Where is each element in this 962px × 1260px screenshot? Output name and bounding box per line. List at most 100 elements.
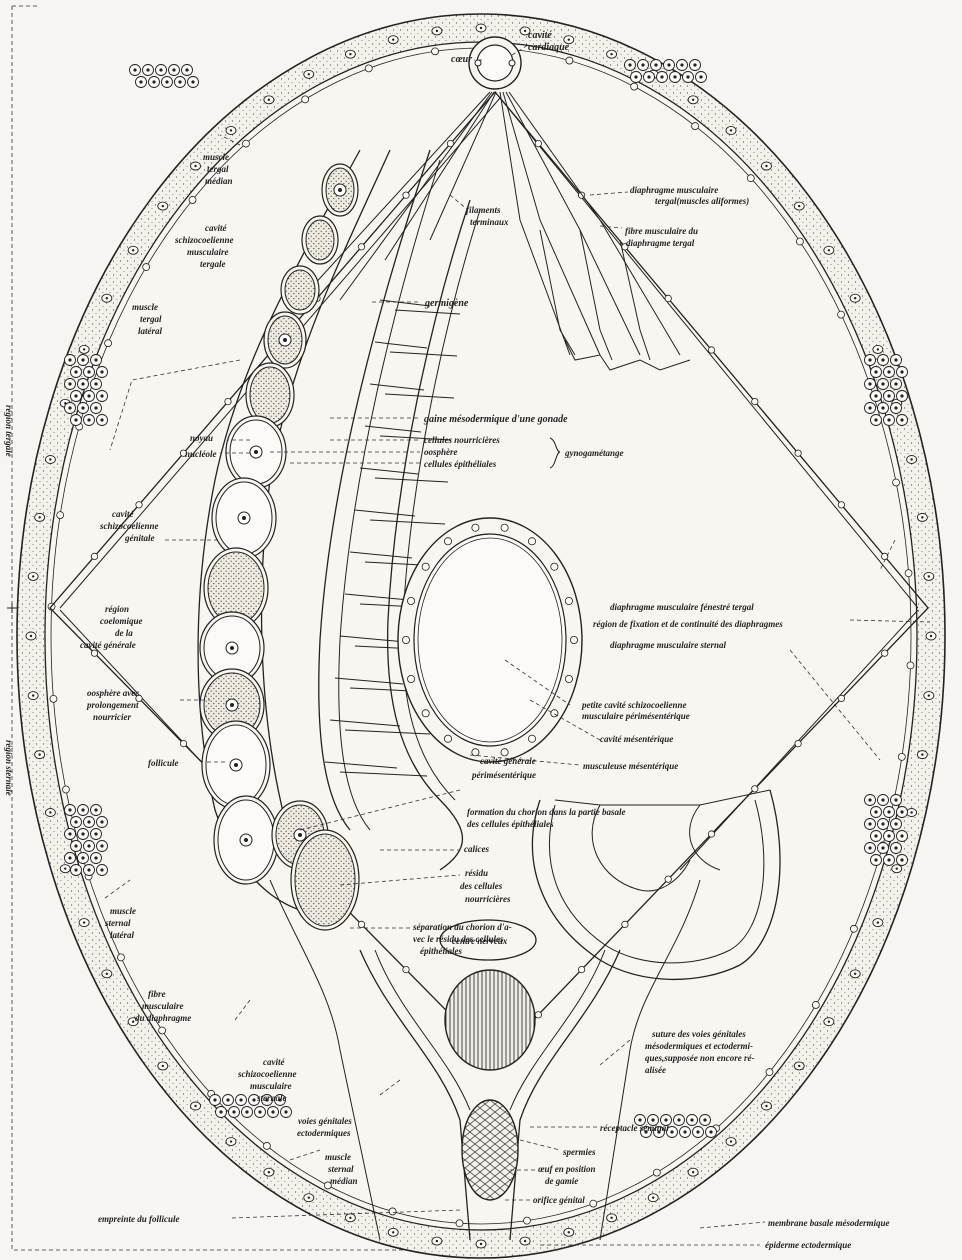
- muscle-sternal-median-left-core: [239, 1098, 242, 1101]
- muscle-sternal-lateral-left-core: [81, 856, 84, 859]
- wall-nucleolus: [392, 1231, 394, 1233]
- muscle-sternal-lateral-left-core: [68, 856, 71, 859]
- inner-nucleus: [523, 1217, 530, 1224]
- wall-nucleolus: [910, 458, 912, 460]
- label-formation-chorion: formation du chorion dans la partie basa…: [467, 807, 626, 817]
- muscle-tergal-lateral-right-core: [868, 382, 871, 385]
- diaphragm-nucleus: [403, 192, 409, 198]
- nucleolus: [230, 703, 234, 707]
- label-diaphragme-tergal-2: tergal(muscles aliformes): [655, 196, 749, 206]
- muscle-tergal-median-left-core: [165, 80, 168, 83]
- label-residu: résidu: [465, 868, 488, 878]
- muscle-tergal-median-left-core: [146, 68, 149, 71]
- heart: [469, 37, 521, 89]
- label-cavite-genitale-3: génitale: [124, 533, 155, 543]
- inner-nucleus: [143, 264, 150, 271]
- wall-nucleolus: [106, 973, 108, 975]
- muscle-sternal-lateral-right-core: [894, 798, 897, 801]
- wall-nucleolus: [877, 348, 879, 350]
- inner-nucleus: [631, 83, 638, 90]
- label-gynogametange: gynogamétange: [564, 448, 624, 458]
- muscle-tergal-lateral-right-core: [900, 394, 903, 397]
- inner-nucleus: [365, 65, 372, 72]
- muscle-tergal-lateral-right-core: [874, 394, 877, 397]
- muscle-tergal-lateral-left-core: [74, 394, 77, 397]
- inner-nucleus: [898, 753, 905, 760]
- muscle-sternal-lateral-right-core: [874, 858, 877, 861]
- muscle-tergal-lateral-left-core: [87, 370, 90, 373]
- muscle-tergal-median-right-core: [628, 63, 631, 66]
- nucleolus: [298, 833, 302, 837]
- label-muscle-sternal-median-2: sternal: [327, 1164, 354, 1174]
- label-muscle-sternal-median-3: médian: [330, 1176, 358, 1186]
- inner-nucleus: [159, 1027, 166, 1034]
- diaphragm-nucleus: [665, 876, 671, 882]
- wall-nucleolus: [930, 635, 932, 637]
- wall-nucleolus: [230, 1140, 232, 1142]
- wall-nucleolus: [308, 1197, 310, 1199]
- label-formation-chorion-2: des cellules épithéliales: [467, 819, 554, 829]
- wall-nucleolus: [765, 1105, 767, 1107]
- label-oosphere-prolongement-3: nourricier: [93, 712, 132, 722]
- muscle-sternal-lateral-left-core: [100, 868, 103, 871]
- inner-nucleus: [850, 925, 857, 932]
- muscle-tergal-median-right-core: [673, 75, 676, 78]
- muscle-tergal-lateral-left-core: [87, 418, 90, 421]
- wall-nucleolus: [49, 811, 51, 813]
- label-cavite-generale-peri-2: périmésentérique: [471, 770, 536, 780]
- muscle-tergal-median-right-core: [699, 75, 702, 78]
- nucleolus: [254, 450, 258, 454]
- muscle-sternal-lateral-right-core: [887, 858, 890, 861]
- muscle-tergal-lateral-left-core: [94, 382, 97, 385]
- oocyte: [285, 270, 315, 310]
- inner-nucleus: [838, 311, 845, 318]
- diaphragm-nucleus: [882, 553, 888, 559]
- oocyte: [250, 367, 290, 423]
- muscle-sternal-median-right-core: [690, 1118, 693, 1121]
- label-region-tergale: région tergale: [4, 405, 14, 457]
- muscle-sternal-lateral-right-core: [881, 846, 884, 849]
- muscle-sternal-lateral-right-core: [900, 810, 903, 813]
- muscle-sternal-lateral-right-core: [900, 834, 903, 837]
- muscle-sternal-lateral-right-core: [868, 822, 871, 825]
- label-muscle-sternal-lateral-2: sternal: [104, 918, 131, 928]
- label-muscle-tergal-median-3: médian: [205, 176, 233, 186]
- inner-nucleus: [566, 57, 573, 64]
- label-petite-cavite-2: musculaire périmésentérique: [582, 711, 690, 721]
- label-suture-3: ques,supposée non encore ré-: [645, 1053, 755, 1063]
- wall-nucleolus: [928, 694, 930, 696]
- wall-nucleolus: [730, 129, 732, 131]
- diaphragm-nucleus: [665, 295, 671, 301]
- muscle-tergal-lateral-right-core: [881, 358, 884, 361]
- wall-nucleolus: [194, 165, 196, 167]
- label-residu-2: des cellules: [460, 881, 503, 891]
- muscle-sternal-lateral-left-core: [87, 868, 90, 871]
- muscle-tergal-lateral-left-core: [81, 406, 84, 409]
- mesentery-nucleus: [472, 524, 479, 531]
- mesentery-nucleus: [528, 538, 535, 545]
- diaphragm-nucleus: [752, 786, 758, 792]
- muscle-sternal-median-left-core: [258, 1110, 261, 1113]
- wall-nucleolus: [32, 694, 34, 696]
- label-muscle-sternal-lateral: muscle: [110, 906, 136, 916]
- wall-nucleolus: [83, 921, 85, 923]
- label-separation-chorion: séparation du chorion d'a-: [412, 922, 512, 932]
- label-follicule: follicule: [148, 758, 179, 768]
- inner-nucleus: [62, 786, 69, 793]
- wall-nucleolus: [38, 516, 40, 518]
- muscle-sternal-median-right-core: [696, 1130, 699, 1133]
- wall-nucleolus: [798, 205, 800, 207]
- wall-nucleolus: [308, 73, 310, 75]
- label-membrane-basale: membrane basale mésodermique: [768, 1218, 890, 1228]
- inner-nucleus: [456, 1220, 463, 1227]
- muscle-tergal-median-right-core: [634, 75, 637, 78]
- diaphragm-nucleus: [708, 831, 714, 837]
- wall-nucleolus: [524, 1240, 526, 1242]
- muscle-tergal-median-right-core: [641, 63, 644, 66]
- muscle-sternal-median-left-core: [213, 1098, 216, 1101]
- nucleolus: [338, 188, 342, 192]
- inner-nucleus: [796, 238, 803, 245]
- muscle-sternal-median-right-core: [670, 1130, 673, 1133]
- muscle-tergal-lateral-right-core: [894, 382, 897, 385]
